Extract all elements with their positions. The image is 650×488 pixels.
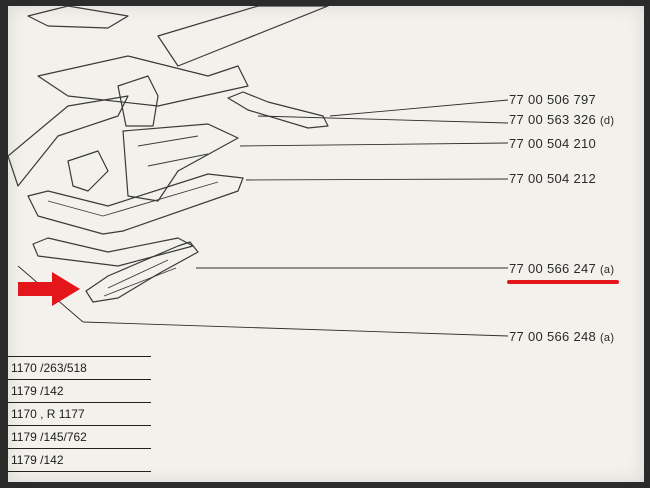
table-row: 1170 , R 1177 (8, 402, 151, 426)
part-bracket-drawing (67, 150, 109, 192)
part-number-label: 77 00 563 326 (d) (509, 112, 614, 127)
arrow-right-icon (18, 272, 80, 306)
parts-catalog-page: 77 00 506 797 77 00 563 326 (d) 77 00 50… (8, 6, 644, 482)
exploded-diagram (8, 6, 619, 337)
table-row: 1179 /142 (8, 379, 151, 403)
part-sill-strip-drawing (32, 237, 194, 267)
part-number-label: 77 00 506 797 (509, 92, 596, 107)
table-row: 1179 /142 (8, 448, 151, 472)
part-number-label: 77 00 504 210 (509, 136, 596, 151)
table-cell: 1179 /142 (8, 379, 151, 403)
part-suffix: (d) (599, 115, 615, 127)
part-504212-drawing (27, 173, 244, 235)
chassis-crossmember (37, 55, 249, 107)
part-number-text: 77 00 504 210 (509, 136, 597, 151)
chassis-rail-upper-right (157, 6, 329, 67)
chassis-bracket (117, 75, 159, 127)
table-cell: 1179 /142 (8, 448, 151, 472)
part-number-text: 77 00 506 797 (509, 92, 597, 107)
chassis-longitudinal-left (8, 95, 129, 187)
table-cell: 1170 /263/518 (8, 356, 151, 380)
part-suffix: (a) (599, 332, 615, 344)
part-number-text: 77 00 566 247 (509, 261, 597, 276)
part-suffix: (a) (599, 264, 615, 276)
part-number-text: 77 00 504 212 (509, 171, 597, 186)
part-number-label: 77 00 566 248 (a) (509, 329, 614, 344)
part-number-text: 77 00 563 326 (509, 112, 597, 127)
chassis-rail-top (27, 6, 129, 29)
part-506797-drawing (227, 91, 329, 129)
part-number-label-highlighted: 77 00 566 247 (a) (509, 261, 614, 276)
table-cell: 1179 /145/762 (8, 425, 151, 449)
table-row: 1179 /145/762 (8, 425, 151, 449)
reference-table: 1170 /263/518 1179 /142 1170 , R 1177 11… (8, 356, 151, 472)
part-566247-drawing (85, 241, 199, 303)
table-row: 1170 /263/518 (8, 356, 151, 380)
part-number-label: 77 00 504 212 (509, 171, 596, 186)
part-number-text: 77 00 566 248 (509, 329, 597, 344)
table-cell: 1170 , R 1177 (8, 402, 151, 426)
part-504210-drawing (122, 123, 239, 202)
